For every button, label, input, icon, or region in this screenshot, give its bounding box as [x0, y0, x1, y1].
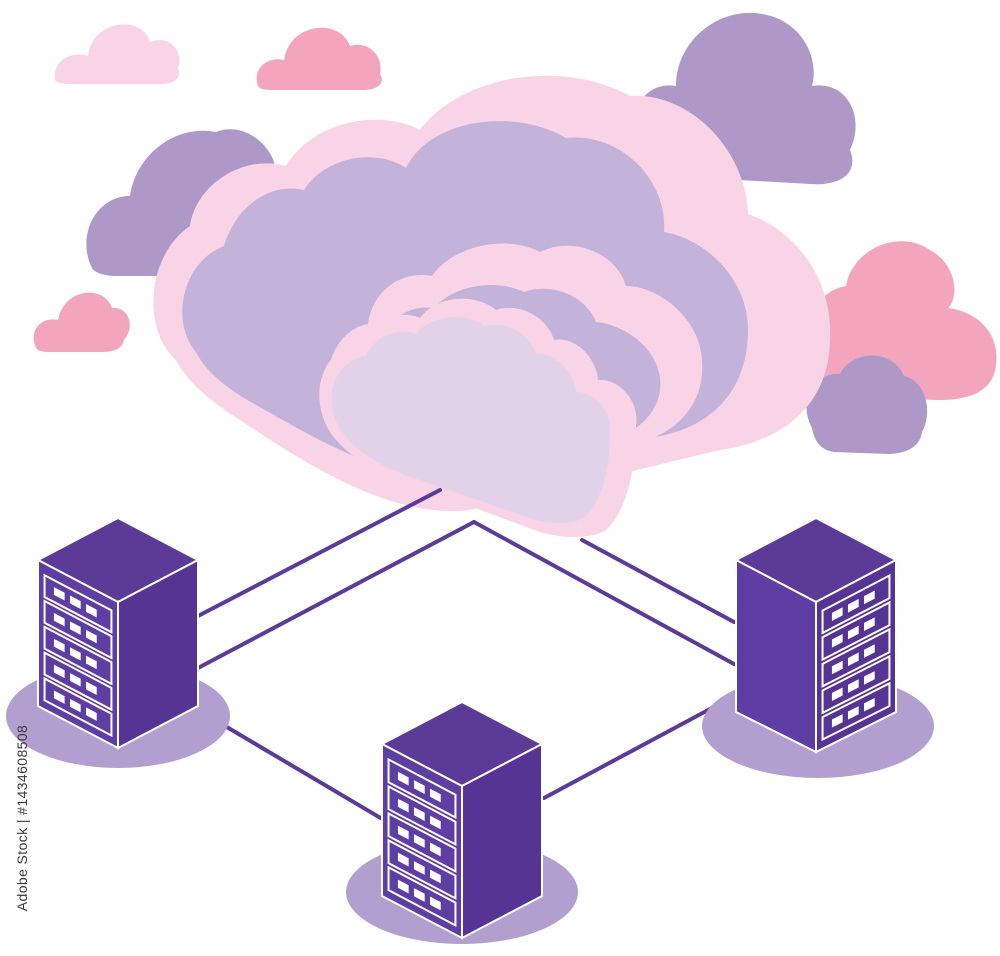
server-unit-detail: [413, 888, 425, 902]
server-unit-detail: [397, 771, 409, 786]
server-unit: [821, 627, 891, 688]
server-unit-detail: [831, 633, 843, 648]
server-unit-detail: [847, 679, 859, 693]
server-unit-detail: [413, 861, 425, 875]
server-unit: [43, 599, 113, 660]
server-rack-left-icon: [6, 516, 230, 768]
server-unit-detail: [86, 655, 97, 670]
server-side-face: [461, 742, 543, 940]
link-center-to-right: [542, 692, 740, 800]
link-left-to-center: [196, 708, 386, 822]
server-unit-detail: [430, 815, 441, 830]
server-unit: [43, 676, 113, 738]
server-unit: [821, 681, 891, 742]
server-unit-detail: [864, 671, 875, 685]
server-unit-detail: [847, 652, 859, 667]
small-cloud-left-icon: [33, 292, 130, 352]
server-unit-detail: [430, 896, 441, 911]
server-unit-detail: [69, 595, 81, 610]
server-unit-detail: [69, 621, 81, 635]
server-unit: [821, 573, 891, 635]
server-unit-detail: [831, 660, 843, 675]
server-unit-detail: [86, 629, 97, 644]
server-unit-detail: [864, 590, 875, 605]
server-unit: [387, 757, 457, 820]
server-unit-detail: [831, 714, 843, 728]
server-unit-detail: [397, 879, 409, 894]
server-unit-detail: [413, 807, 425, 821]
small-cloud-top-left-icon: [54, 24, 180, 84]
server-unit-detail: [831, 607, 843, 621]
server-unit-detail: [864, 617, 875, 632]
link-hub-to-right: [472, 520, 736, 666]
server-unit: [43, 573, 113, 634]
server-unit-detail: [847, 598, 859, 613]
server-unit-detail: [430, 788, 441, 803]
server-unit-detail: [69, 698, 81, 713]
server-unit: [387, 811, 457, 874]
server-unit-detail: [413, 834, 425, 848]
server-unit-detail: [864, 644, 875, 658]
server-unit-detail: [53, 587, 65, 601]
server-unit-detail: [397, 852, 409, 867]
server-unit-detail: [53, 638, 65, 653]
server-unit: [387, 784, 457, 847]
server-unit-detail: [86, 603, 97, 618]
server-unit: [43, 651, 113, 712]
network-lines: [196, 488, 740, 822]
server-rack-center-icon: [346, 700, 578, 944]
server-unit-detail: [413, 780, 425, 794]
server-unit-detail: [69, 673, 81, 687]
server-unit-detail: [397, 825, 409, 840]
server-unit-detail: [53, 690, 65, 704]
server-unit-detail: [397, 798, 409, 813]
server-side-face: [117, 558, 199, 750]
link-left-to-cloud: [196, 488, 442, 618]
cloud-right-purple-icon: [806, 355, 928, 454]
server-unit-detail: [86, 707, 97, 721]
server-unit-detail: [430, 842, 441, 857]
server-unit: [387, 838, 457, 901]
server-unit-detail: [53, 612, 65, 627]
server-unit: [387, 865, 457, 927]
server-unit: [43, 625, 113, 686]
stock-id-watermark: Adobe Stock | #1434608508: [2, 708, 42, 928]
server-unit: [821, 654, 891, 715]
small-cloud-top-center-icon: [256, 27, 382, 90]
server-unit-detail: [847, 625, 859, 640]
server-unit-detail: [53, 664, 65, 679]
server-unit-detail: [847, 706, 859, 720]
link-left-to-hub: [196, 520, 476, 670]
server-unit-detail: [86, 681, 97, 695]
server-rack-right-icon: [702, 516, 934, 778]
server-unit-detail: [69, 647, 81, 661]
stock-id-text: Adobe Stock | #1434608508: [14, 724, 31, 912]
link-cloud-to-right: [580, 538, 736, 624]
server-unit-detail: [831, 687, 843, 701]
server-unit-detail: [864, 697, 875, 712]
server-unit-detail: [430, 869, 441, 884]
main-cloud-icon: [153, 75, 831, 537]
server-unit: [821, 600, 891, 662]
